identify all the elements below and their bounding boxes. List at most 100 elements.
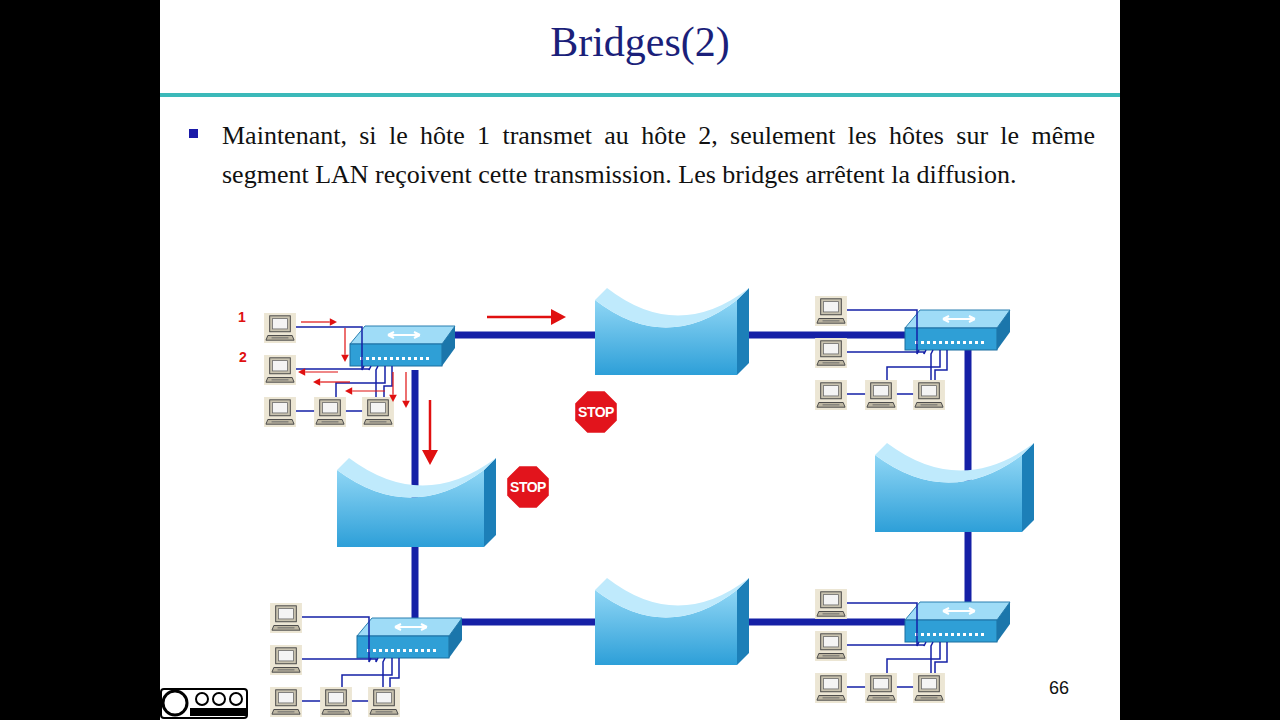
switch-port [420, 357, 423, 360]
switch-port [366, 357, 369, 360]
switch-port [969, 633, 972, 636]
switch-arrows [943, 608, 975, 614]
switch-port [939, 341, 942, 344]
host-computer [314, 397, 346, 427]
bridge-side [1022, 443, 1034, 532]
switch-port [933, 633, 936, 636]
host-computer [264, 397, 296, 427]
stop-text: STOP [578, 404, 614, 420]
bridge-side [737, 288, 749, 375]
host-wire [847, 642, 926, 646]
switch-port [384, 357, 387, 360]
arrow-head [298, 368, 305, 376]
switch-port [939, 633, 942, 636]
switch-top [357, 618, 462, 636]
host-computer [913, 380, 945, 410]
switch-port [421, 649, 424, 652]
traffic-arrow [301, 321, 330, 322]
host-computer [815, 338, 847, 368]
host-wire [302, 658, 378, 662]
switch-front [350, 344, 442, 366]
host-wire [935, 642, 947, 675]
switch-port [981, 341, 984, 344]
bridge-side [484, 458, 496, 547]
arrow-head [422, 450, 438, 465]
host-wire [384, 366, 392, 399]
switch-port [981, 633, 984, 636]
traffic-arrow [429, 400, 432, 450]
switch-port [373, 649, 376, 652]
host-computer [815, 380, 847, 410]
switch-port [427, 649, 430, 652]
stop-text: STOP [510, 479, 546, 495]
host-computer [368, 687, 400, 717]
callout-number: 1 [238, 309, 246, 325]
host-icons [264, 296, 945, 717]
slide-title: Bridges(2) [160, 18, 1120, 66]
title-rule [160, 93, 1120, 97]
switch-port [402, 357, 405, 360]
switch-side [442, 326, 455, 366]
switch-arrows [943, 316, 975, 322]
switch-port [963, 341, 966, 344]
host-wire [887, 350, 940, 382]
switch-port [379, 649, 382, 652]
arrow-head [345, 387, 352, 395]
host-computer [815, 631, 847, 661]
switch-port [409, 649, 412, 652]
host-computer [815, 296, 847, 326]
switch-port [408, 357, 411, 360]
switch-icons [350, 310, 1010, 658]
host-computer [264, 313, 296, 343]
switch-port [415, 649, 418, 652]
switch-top [905, 310, 1010, 328]
traffic-arrows [298, 309, 566, 465]
host-wire [847, 350, 926, 354]
host-computer [865, 673, 897, 703]
host-wire [847, 603, 919, 646]
switch-front [905, 620, 997, 642]
traffic-arrow [487, 316, 551, 319]
host-wire [296, 327, 364, 370]
traffic-arrow [392, 372, 393, 395]
switch-port [951, 633, 954, 636]
switch-top [905, 602, 1010, 620]
arrow-head [330, 318, 337, 326]
host-computer [270, 687, 302, 717]
switch-arrows [395, 624, 427, 630]
traffic-arrow [305, 371, 338, 372]
switch-port [426, 357, 429, 360]
switch-port [927, 633, 930, 636]
host-computer [270, 603, 302, 633]
switch-port [945, 633, 948, 636]
switch-port [933, 341, 936, 344]
switch-port [390, 357, 393, 360]
license-logo [161, 689, 247, 718]
switch-side [997, 602, 1010, 642]
traffic-arrow [320, 381, 350, 382]
callout-number: 2 [239, 349, 247, 365]
page-number: 66 [1049, 678, 1069, 699]
host-wire [342, 658, 392, 689]
switch-side [449, 618, 462, 658]
switch-port [403, 649, 406, 652]
switch-port [921, 341, 924, 344]
traffic-arrow [344, 328, 345, 355]
switch-port [433, 649, 436, 652]
stop-sign: STOP [504, 463, 552, 511]
host-computer [320, 687, 352, 717]
switch-port [396, 357, 399, 360]
switch-top [350, 326, 455, 344]
traffic-arrow [405, 372, 406, 401]
host-computer [815, 589, 847, 619]
switch-port [378, 357, 381, 360]
traffic-arrow [352, 390, 385, 391]
arrow-head [402, 401, 410, 408]
host-wires [296, 310, 947, 701]
arrow-head [551, 309, 566, 325]
arrow-head [341, 355, 349, 362]
host-computer [270, 645, 302, 675]
bullet-mark [189, 129, 198, 138]
host-computer [865, 380, 897, 410]
